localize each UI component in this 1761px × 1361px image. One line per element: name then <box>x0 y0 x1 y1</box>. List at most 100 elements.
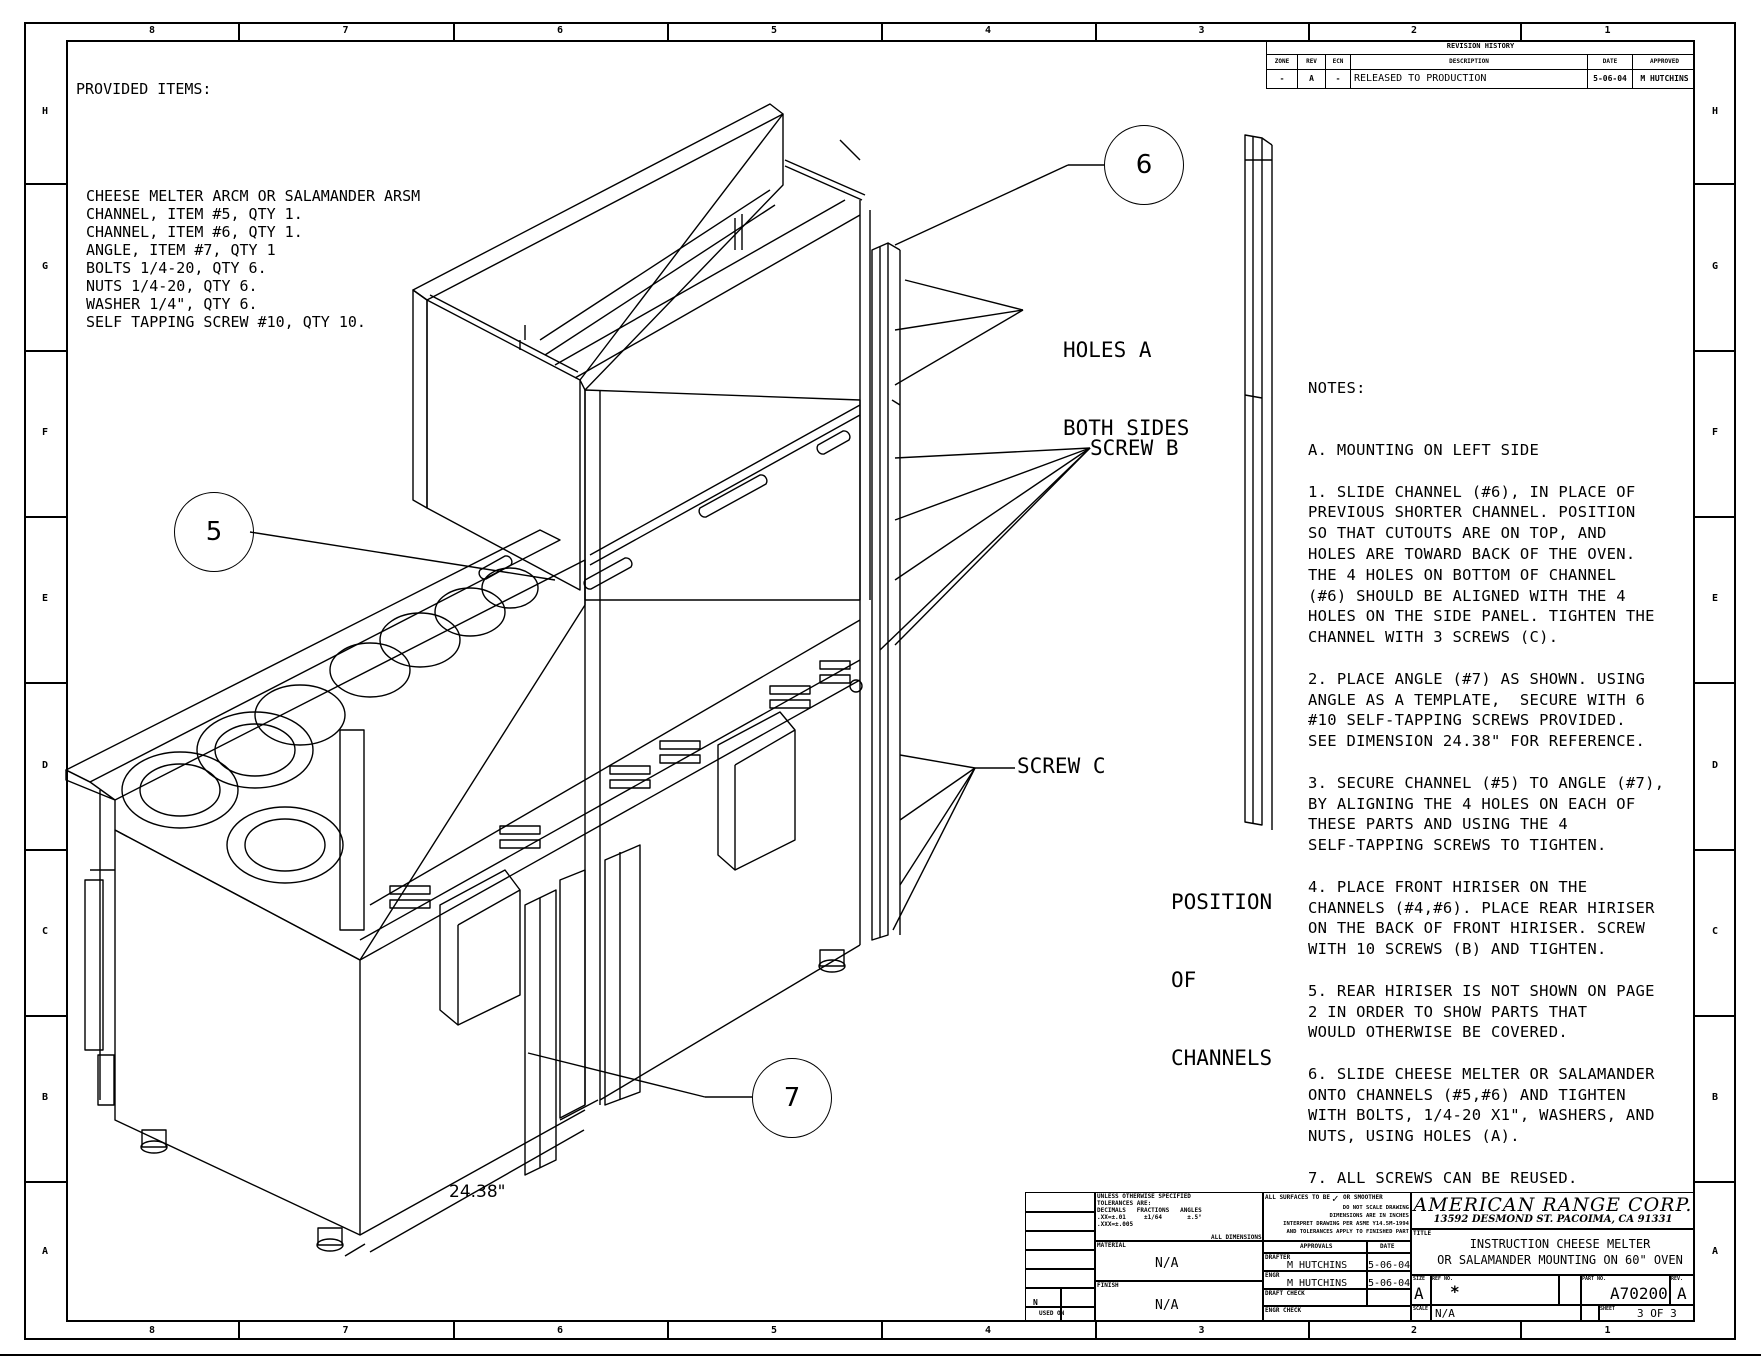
zone-tick <box>1695 516 1736 518</box>
note-line <box>1308 960 1698 981</box>
zone-tick <box>453 1322 455 1340</box>
note-line: 2. PLACE ANGLE (#7) AS SHOWN. USING <box>1308 669 1646 688</box>
surface-smoother-label: OR SMOOTHER <box>1343 1194 1383 1201</box>
dimension-24-38 <box>344 1099 599 1257</box>
drafter-name: M HUTCHINS <box>1287 1260 1348 1271</box>
draft-check-label: DRAFT CHECK <box>1265 1290 1305 1297</box>
cheese-melter-unit <box>412 103 866 591</box>
zone-col-7-bot: 7 <box>342 1325 349 1336</box>
zone-tick <box>24 849 66 851</box>
provided-item: CHEESE MELTER ARCM OR SALAMANDER ARSM <box>86 187 421 205</box>
provided-item: SELF TAPPING SCREW #10, QTY 10. <box>86 313 366 331</box>
revision-header-zone: ZONE <box>1274 58 1290 65</box>
holes-a-label: HOLES A BOTH SIDES <box>1063 338 1190 440</box>
revision-header-approved: APPROVED <box>1632 54 1696 69</box>
company-name: AMERICAN RANGE CORP. <box>1413 1194 1693 1216</box>
zone-tick <box>24 682 66 684</box>
zone-tick <box>1695 849 1736 851</box>
drawing-note-line: AND TOLERANCES APPLY TO FINISHED PART <box>1286 1229 1409 1235</box>
zone-row-H-l: H <box>41 105 49 117</box>
zone-tick <box>1695 682 1736 684</box>
sheet-border <box>24 22 1736 1340</box>
burner-grates <box>121 567 539 931</box>
zone-tick <box>667 22 669 40</box>
zone-tick <box>667 1322 669 1340</box>
note-line <box>1308 752 1698 773</box>
surface-finish-label: ALL SURFACES TO BE <box>1265 1194 1331 1201</box>
screw-b-label: SCREW B <box>1090 436 1179 460</box>
drawing-title: INSTRUCTION CHEESE MELTER OR SALAMANDER … <box>1437 1237 1683 1267</box>
tolerance-line: TOLERANCES ARE: <box>1097 1200 1152 1207</box>
note-line: 6. SLIDE CHEESE MELTER OR SALAMANDER <box>1308 1064 1655 1083</box>
provided-item: BOLTS 1/4-20, QTY 6. <box>86 259 267 277</box>
note-line: 4. PLACE FRONT HIRISER ON THE <box>1308 877 1588 896</box>
provided-item: NUTS 1/4-20, QTY 6. <box>86 277 258 295</box>
zone-row-C-r: C <box>1711 926 1719 937</box>
zone-tick <box>1695 1181 1736 1183</box>
zone-tick <box>24 1181 66 1183</box>
note-line: HOLES ON THE SIDE PANEL. TIGHTEN THE <box>1308 607 1655 626</box>
note-line: 7. ALL SCREWS CAN BE REUSED. <box>1308 1168 1578 1187</box>
zone-row-G-l: G <box>41 260 49 272</box>
note-line <box>1308 461 1698 482</box>
revision-cell: M HUTCHINS <box>1632 69 1696 88</box>
finish-label: FINISH <box>1097 1282 1119 1289</box>
zone-col-5-bot: 5 <box>770 1325 778 1336</box>
note-line: #10 SELF-TAPPING SCREWS PROVIDED. <box>1308 711 1626 730</box>
revision-header-description: DESCRIPTION <box>1350 54 1587 69</box>
material-label: MATERIAL <box>1097 1242 1126 1249</box>
next-assy-label: N <box>1033 1298 1038 1307</box>
provided-item: CHANNEL, ITEM #5, QTY 1. <box>86 205 303 223</box>
note-line: 1. SLIDE CHANNEL (#6), IN PLACE OF <box>1308 482 1636 501</box>
note-line: CHANNELS (#4,#6). PLACE REAR HIRISER <box>1308 898 1655 917</box>
ref-value: * <box>1450 1282 1460 1301</box>
zone-tick <box>1695 183 1736 185</box>
zone-tick <box>881 22 883 40</box>
zone-tick <box>1695 350 1736 352</box>
range-body <box>65 529 861 1252</box>
zone-row-A-r: A <box>1711 1245 1719 1257</box>
zone-row-B-l: B <box>41 1092 49 1103</box>
dimension-label: 24.38" <box>449 1182 506 1202</box>
revision-cell: A <box>1297 69 1325 88</box>
zone-tick <box>1095 22 1097 40</box>
zone-tick <box>453 22 455 40</box>
all-dimensions-label: ALL DIMENSIONS <box>1211 1234 1262 1241</box>
zone-tick <box>1520 22 1522 40</box>
note-line: ON THE BACK OF FRONT HIRISER. SCREW <box>1308 919 1646 938</box>
zone-tick <box>24 1015 66 1017</box>
tolerance-line: UNLESS OTHERWISE SPECIFIED <box>1097 1193 1191 1200</box>
revision-header-rev: REV <box>1297 54 1325 69</box>
zone-row-F-r: F <box>1711 427 1719 438</box>
zone-col-2-top: 2 <box>1410 25 1418 36</box>
part-no-label: PART NO. <box>1582 1276 1607 1282</box>
note-line: SELF-TAPPING SCREWS TO TIGHTEN. <box>1308 836 1607 855</box>
zone-col-6-bot: 6 <box>556 1325 564 1336</box>
note-line: ONTO CHANNELS (#5,#6) AND TIGHTEN <box>1308 1085 1626 1104</box>
zone-col-5-top: 5 <box>770 25 778 36</box>
zone-tick <box>24 350 66 352</box>
note-line: THE 4 HOLES ON BOTTOM OF CHANNEL <box>1308 565 1617 584</box>
note-line: WITH 10 SCREWS (B) AND TIGHTEN. <box>1308 940 1607 959</box>
callout-7: 7 <box>752 1058 832 1138</box>
page-edge-line <box>0 1354 1761 1356</box>
drafter-date: 5-06-04 <box>1368 1260 1411 1271</box>
used-on-label: USED ON <box>1039 1310 1065 1317</box>
zone-col-1-bot: 1 <box>1604 1325 1611 1336</box>
zone-tick <box>238 22 240 40</box>
engr-check-label: ENGR CHECK <box>1265 1307 1302 1314</box>
screw-c-label: SCREW C <box>1017 754 1106 778</box>
ref-label: REF NO. <box>1432 1276 1454 1282</box>
note-line: PREVIOUS SHORTER CHANNEL. POSITION <box>1308 503 1636 522</box>
engr-name: M HUTCHINS <box>1287 1278 1348 1289</box>
callout-5: 5 <box>174 492 254 572</box>
revision-header-ecn: ECN <box>1325 54 1350 69</box>
channel-6 <box>871 242 901 941</box>
drawing-note-line: DIMENSIONS ARE IN INCHES <box>1329 1213 1409 1219</box>
date-label: DATE <box>1380 1243 1395 1250</box>
size-value: A <box>1414 1284 1424 1303</box>
zone-col-4-top: 4 <box>984 25 992 36</box>
zone-col-4-bot: 4 <box>984 1325 992 1336</box>
